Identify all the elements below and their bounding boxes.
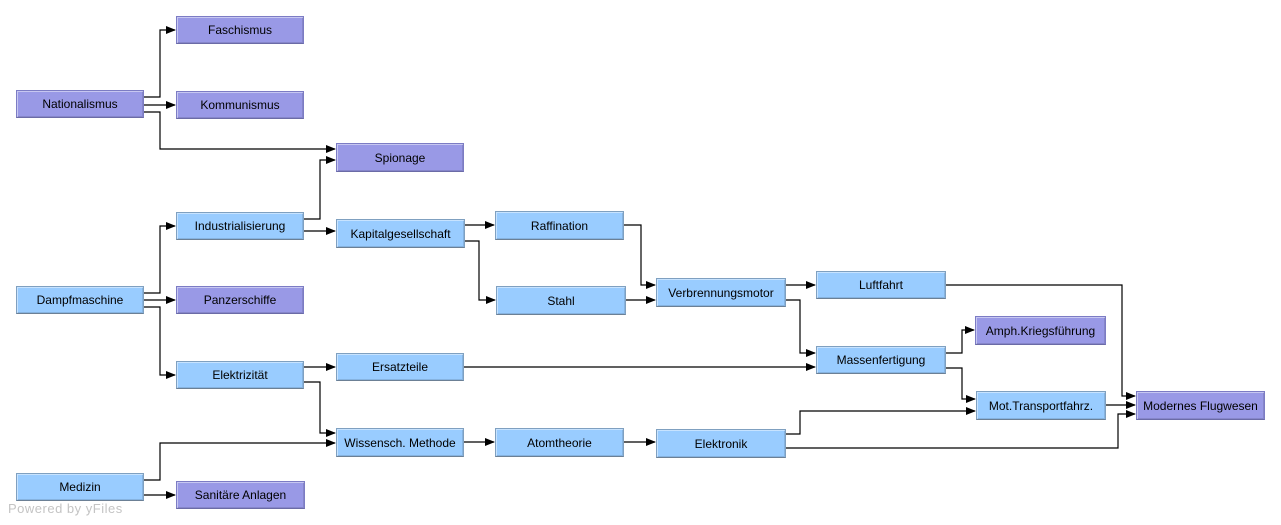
node-label: Luftfahrt — [858, 278, 904, 292]
node-label: Nationalismus — [42, 97, 118, 111]
node-amph-kriegsfuehrung[interactable]: Amph.Kriegsführung — [975, 316, 1106, 345]
node-label: Ersatzteile — [371, 360, 429, 374]
node-panzerschiffe[interactable]: Panzerschiffe — [176, 286, 304, 314]
edge-nationalismus-to-faschismus — [144, 26, 176, 98]
edge-massenfertigung-to-mot-transportfahrz — [946, 367, 976, 403]
node-spionage[interactable]: Spionage — [336, 143, 464, 172]
edge-verbrennungsmotor-to-massenfertigung — [786, 299, 816, 357]
node-mot-transportfahrz[interactable]: Mot.Transportfahrz. — [976, 391, 1106, 420]
edge-dampfmaschine-to-elektrizitaet — [144, 306, 176, 379]
node-kommunismus[interactable]: Kommunismus — [176, 91, 304, 119]
edge-elektrizitaet-to-wissensch-methode — [304, 381, 336, 437]
node-medizin[interactable]: Medizin — [16, 473, 144, 501]
node-label: Modernes Flugwesen — [1143, 398, 1258, 413]
node-raffination[interactable]: Raffination — [495, 211, 624, 240]
node-label: Kapitalgesellschaft — [350, 226, 451, 241]
node-label: Medizin — [59, 480, 101, 494]
node-faschismus[interactable]: Faschismus — [176, 16, 304, 44]
edge-kapitalgesellschaft-to-stahl — [465, 240, 496, 304]
node-label: Elektrizität — [212, 368, 268, 382]
edge-raffination-to-verbrennungsmotor — [624, 224, 656, 289]
node-luftfahrt[interactable]: Luftfahrt — [816, 271, 946, 299]
node-industrialisierung[interactable]: Industrialisierung — [176, 212, 304, 240]
node-label: Stahl — [547, 293, 575, 308]
edge-industrialisierung-to-spionage — [304, 156, 336, 220]
node-wissensch-methode[interactable]: Wissensch. Methode — [336, 428, 464, 457]
node-label: Panzerschiffe — [203, 293, 277, 307]
node-massenfertigung[interactable]: Massenfertigung — [816, 346, 946, 374]
node-label: Mot.Transportfahrz. — [988, 398, 1094, 413]
node-sanitaere-anlagen[interactable]: Sanitäre Anlagen — [176, 481, 305, 509]
node-atomtheorie[interactable]: Atomtheorie — [495, 428, 624, 457]
edge-dampfmaschine-to-industrialisierung — [144, 222, 176, 294]
node-elektronik[interactable]: Elektronik — [656, 429, 786, 458]
node-label: Dampfmaschine — [36, 293, 124, 307]
node-verbrennungsmotor[interactable]: Verbrennungsmotor — [656, 278, 786, 307]
node-label: Raffination — [530, 218, 589, 233]
node-label: Spionage — [374, 150, 426, 165]
node-label: Massenfertigung — [836, 353, 926, 367]
node-dampfmaschine[interactable]: Dampfmaschine — [16, 286, 144, 314]
node-elektrizitaet[interactable]: Elektrizität — [176, 361, 304, 389]
node-label: Industrialisierung — [194, 219, 286, 233]
edge-medizin-to-wissensch-methode — [144, 439, 336, 481]
node-label: Wissensch. Methode — [344, 435, 456, 450]
node-label: Amph.Kriegsführung — [985, 323, 1096, 338]
node-label: Faschismus — [207, 23, 272, 37]
node-ersatzteile[interactable]: Ersatzteile — [336, 353, 464, 381]
node-nationalismus[interactable]: Nationalismus — [16, 90, 144, 118]
node-stahl[interactable]: Stahl — [496, 286, 626, 315]
node-label: Elektronik — [694, 436, 748, 451]
node-label: Kommunismus — [200, 98, 280, 112]
node-modernes-flugwesen[interactable]: Modernes Flugwesen — [1136, 391, 1265, 420]
node-kapitalgesellschaft[interactable]: Kapitalgesellschaft — [336, 219, 465, 248]
edge-massenfertigung-to-amph-kriegsfuehrung — [946, 326, 975, 354]
node-label: Verbrennungsmotor — [668, 285, 774, 300]
node-label: Sanitäre Anlagen — [194, 488, 287, 502]
edge-elektronik-to-mot-transportfahrz — [786, 407, 976, 435]
yfiles-watermark[interactable]: Powered by yFiles — [8, 501, 123, 516]
node-label: Atomtheorie — [527, 435, 592, 450]
